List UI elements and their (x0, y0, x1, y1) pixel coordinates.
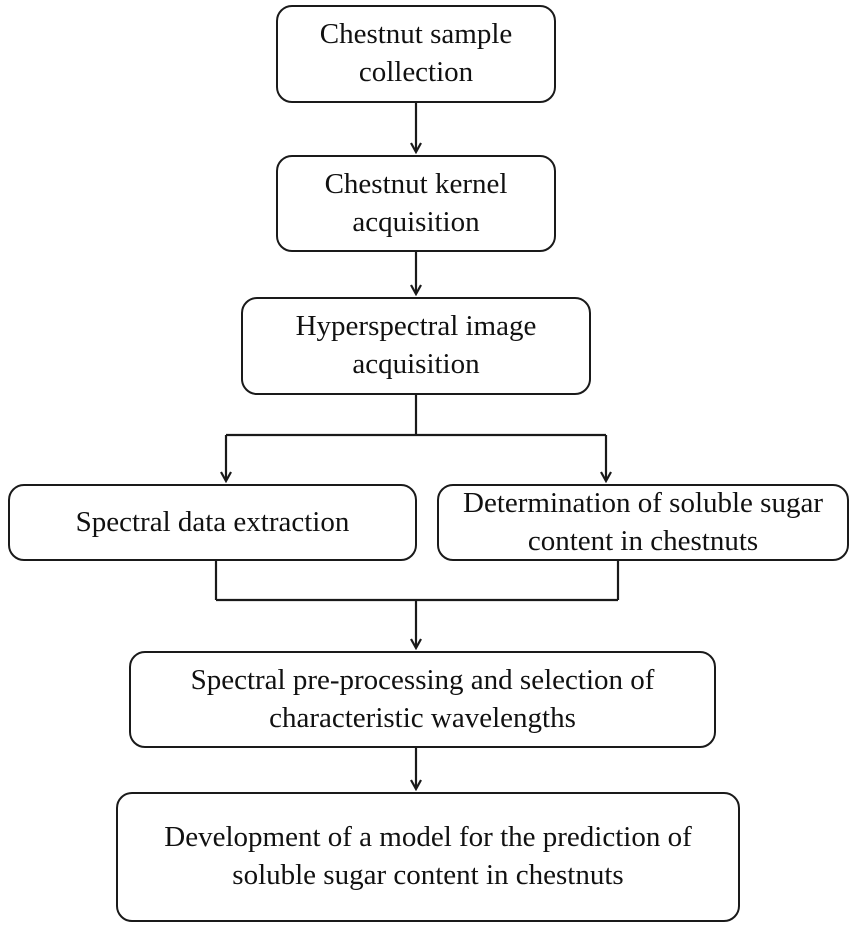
node-label: Determination of soluble sugar content i… (463, 486, 823, 557)
node-chestnut-kernel-acquisition: Chestnut kernel acquisition (276, 155, 556, 252)
node-label: Chestnut sample collection (319, 18, 513, 88)
node-label: Hyperspectral image acquisition (295, 310, 537, 380)
node-label: Spectral data extraction (75, 505, 350, 538)
node-spectral-preprocessing: Spectral pre-processing and selection of… (129, 651, 716, 748)
node-label: Development of a model for the predictio… (164, 821, 692, 891)
node-prediction-model-development: Development of a model for the predictio… (116, 792, 740, 922)
node-spectral-data-extraction: Spectral data extraction (8, 484, 417, 561)
node-hyperspectral-image-acquisition: Hyperspectral image acquisition (241, 297, 591, 395)
node-label: Spectral pre-processing and selection of… (190, 663, 655, 734)
node-chestnut-sample-collection: Chestnut sample collection (276, 5, 556, 103)
node-soluble-sugar-determination: Determination of soluble sugar content i… (437, 484, 849, 561)
node-label: Chestnut kernel acquisition (324, 167, 508, 238)
